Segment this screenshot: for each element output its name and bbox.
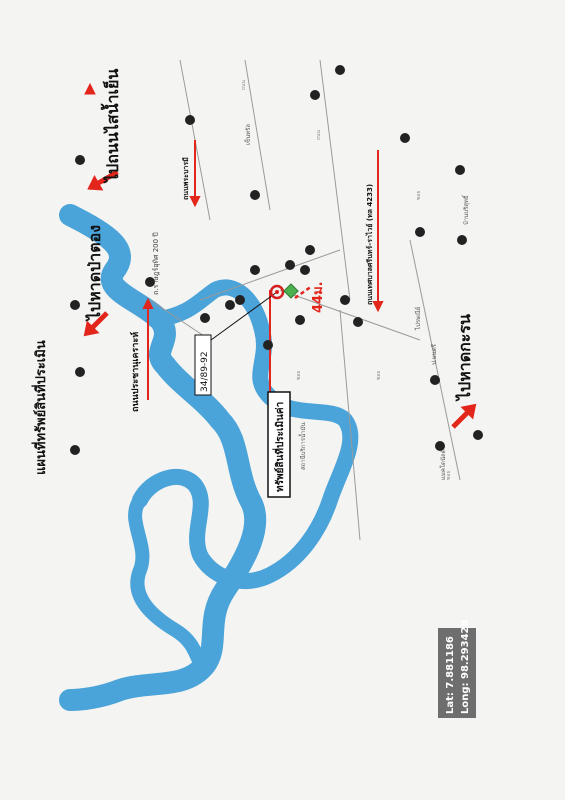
road-label-thepkasattri: ถนนเทศบาลศรีนทร์-ราไวย์ (ทล 4233): [365, 184, 374, 305]
scale-hint: ถ.ราษฎร์อุทิศ 200 ปี: [152, 232, 160, 295]
road-direction-lines: [142, 140, 384, 400]
coordinates-box: Lat: 7.881186 Long: 98.293428: [438, 619, 476, 718]
road-network: [149, 59, 461, 541]
poi-markers: [70, 65, 483, 455]
direction-label-patong: ไปหาดป่าตอง: [85, 225, 104, 322]
svg-text:ถนน: ถนน: [241, 80, 247, 90]
distance-label: 44ม.: [311, 281, 326, 313]
river: [59, 204, 359, 711]
minor-labels: ถนน ถนน ซอย ซอย ซอย ซอย: [241, 80, 452, 480]
plot-number-box: 34/89-92: [194, 291, 278, 396]
svg-text:ซอย: ซอย: [446, 471, 452, 480]
poi-label: แมคโดนัลด์: [439, 449, 447, 480]
svg-text:ถนน: ถนน: [316, 130, 322, 140]
plot-number: 34/89-92: [200, 351, 210, 392]
longitude-text: Long: 98.293428: [460, 619, 471, 714]
arrow-left-icon: [83, 311, 109, 337]
poi-label: ป.มนตรี: [430, 343, 438, 365]
arrow-down-right-icon: [451, 403, 477, 429]
svg-text:ซอย: ซอย: [376, 371, 382, 380]
svg-text:ซอย: ซอย: [296, 371, 302, 380]
property-label-box: ทรัพย์สินที่ประเมินค่า: [267, 391, 291, 498]
latitude-text: Lat: 7.881186: [445, 636, 456, 714]
poi-label: ไปรษณีย์: [414, 307, 422, 331]
direction-label-sai-nam-yen: ไปถนนไสน้ำเย็น: [100, 69, 122, 184]
road-label-prachanukhro: ถนนประชานุเคราะห์: [129, 332, 141, 412]
map-title: แผนที่ทรัพย์สินที่ประเมิน: [31, 340, 49, 475]
svg-text:ซอย: ซอย: [416, 191, 422, 200]
road-label-phra-barami: ถนนพระบารมี: [182, 157, 190, 200]
poi-label: เซ็นทรัล: [243, 124, 252, 145]
property-marker: [269, 283, 313, 300]
poi-label: สถานีบริการน้ำมัน: [297, 422, 307, 470]
direction-label-karon: ไปหาดกะรน: [455, 314, 474, 402]
poi-label-group: ไปรษณีย์ ป.มนตรี บ้านบริสุทธิ์ เซ็นทรัล …: [243, 124, 470, 480]
arrow-small-up-icon: [84, 82, 96, 95]
arrow-up-left-icon: [87, 169, 119, 191]
property-label: ทรัพย์สินที่ประเมินค่า: [272, 402, 286, 492]
poi-label: บ้านบริสุทธิ์: [461, 194, 470, 225]
direction-arrows: [83, 82, 477, 429]
